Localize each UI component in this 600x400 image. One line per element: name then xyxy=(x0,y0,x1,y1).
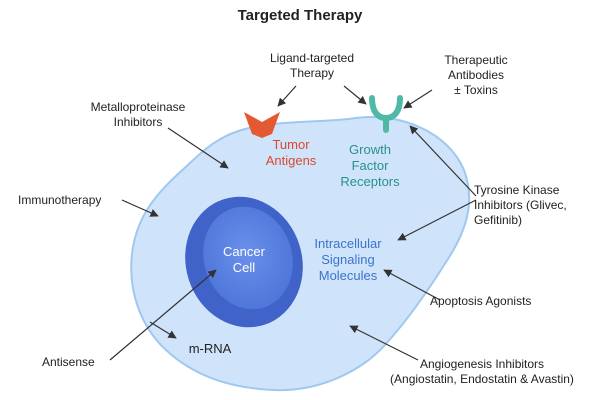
arrow-apoptosis xyxy=(383,269,441,301)
arrow-metallo xyxy=(167,127,229,169)
label-ligand-targeted-line2: Therapy xyxy=(289,66,335,80)
arrow-immunotherapy xyxy=(121,199,159,217)
label-growth-factor-receptors-line1: Growth xyxy=(349,142,391,157)
label-angiogenesis-line2: (Angiostatin, Endostatin & Avastin) xyxy=(390,372,574,386)
label-tyrosine-kinase-line3: Gefitinib) xyxy=(474,213,523,227)
label-therapeutic-antibodies: Therapeutic Antibodies ± Toxins xyxy=(426,53,526,98)
label-tyrosine-kinase: Tyrosine Kinase Inhibitors (Glivec, Gefi… xyxy=(474,183,594,228)
label-tyrosine-kinase-line1: Tyrosine Kinase xyxy=(474,183,560,197)
arrow-tki-to-intracellular xyxy=(397,199,477,241)
label-apoptosis: Apoptosis Agonists xyxy=(430,294,532,308)
label-metalloproteinase-line1: Metalloproteinase xyxy=(90,100,186,114)
arrow-antisense-to-nucleus xyxy=(109,269,217,361)
label-mrna: m-RNA xyxy=(188,341,232,356)
label-metalloproteinase: Metalloproteinase Inhibitors xyxy=(78,100,198,130)
label-ligand-targeted-line1: Ligand-targeted xyxy=(269,51,355,65)
label-tyrosine-kinase-line2: Inhibitors (Glivec, xyxy=(474,198,567,212)
label-antisense: Antisense xyxy=(42,355,95,369)
label-growth-factor-receptors-line2: Factor xyxy=(351,158,389,173)
label-growth-factor-receptors-line3: Receptors xyxy=(340,174,400,189)
label-metalloproteinase-line2: Inhibitors xyxy=(113,115,163,129)
growth-receptor-shape xyxy=(369,95,403,133)
diagram-title: Targeted Therapy xyxy=(237,7,363,24)
label-intracellular: Intracellular Signaling Molecules xyxy=(300,236,396,284)
label-tumor-antigens: Tumor Antigens xyxy=(256,137,326,169)
label-growth-factor-receptors: Growth Factor Receptors xyxy=(332,142,408,190)
label-intracellular-line3: Molecules xyxy=(318,268,378,283)
label-angiogenesis-line1: Angiogenesis Inhibitors xyxy=(419,357,545,371)
label-therapeutic-antibodies-line3: ± Toxins xyxy=(454,83,498,97)
arrow-angiogenesis xyxy=(349,325,419,361)
arrow-tki-to-receptor xyxy=(409,125,477,197)
label-cancer-cell-line1: Cancer xyxy=(223,244,265,259)
label-intracellular-line1: Intracellular xyxy=(314,236,382,251)
arrow-ligand-to-receptor xyxy=(343,85,367,105)
label-intracellular-line2: Signaling xyxy=(321,252,375,267)
label-cancer-cell-line2: Cell xyxy=(232,260,256,275)
tumor-antigen-shape xyxy=(244,112,280,138)
label-immunotherapy: Immunotherapy xyxy=(18,193,102,207)
label-angiogenesis: Angiogenesis Inhibitors (Angiostatin, En… xyxy=(372,357,592,387)
label-tumor-antigens-line1: Tumor xyxy=(272,137,310,152)
arrow-antisense-to-mrna xyxy=(149,321,177,339)
label-therapeutic-antibodies-line2: Antibodies xyxy=(447,68,505,82)
label-cancer-cell: Cancer Cell xyxy=(214,244,274,276)
label-ligand-targeted: Ligand-targeted Therapy xyxy=(262,51,362,81)
label-tumor-antigens-line2: Antigens xyxy=(265,153,317,168)
arrow-ligand-to-antigen xyxy=(277,85,297,107)
nucleus-inner xyxy=(203,206,293,310)
label-therapeutic-antibodies-line1: Therapeutic xyxy=(444,53,508,67)
arrow-antibodies-to-receptor xyxy=(403,89,433,109)
